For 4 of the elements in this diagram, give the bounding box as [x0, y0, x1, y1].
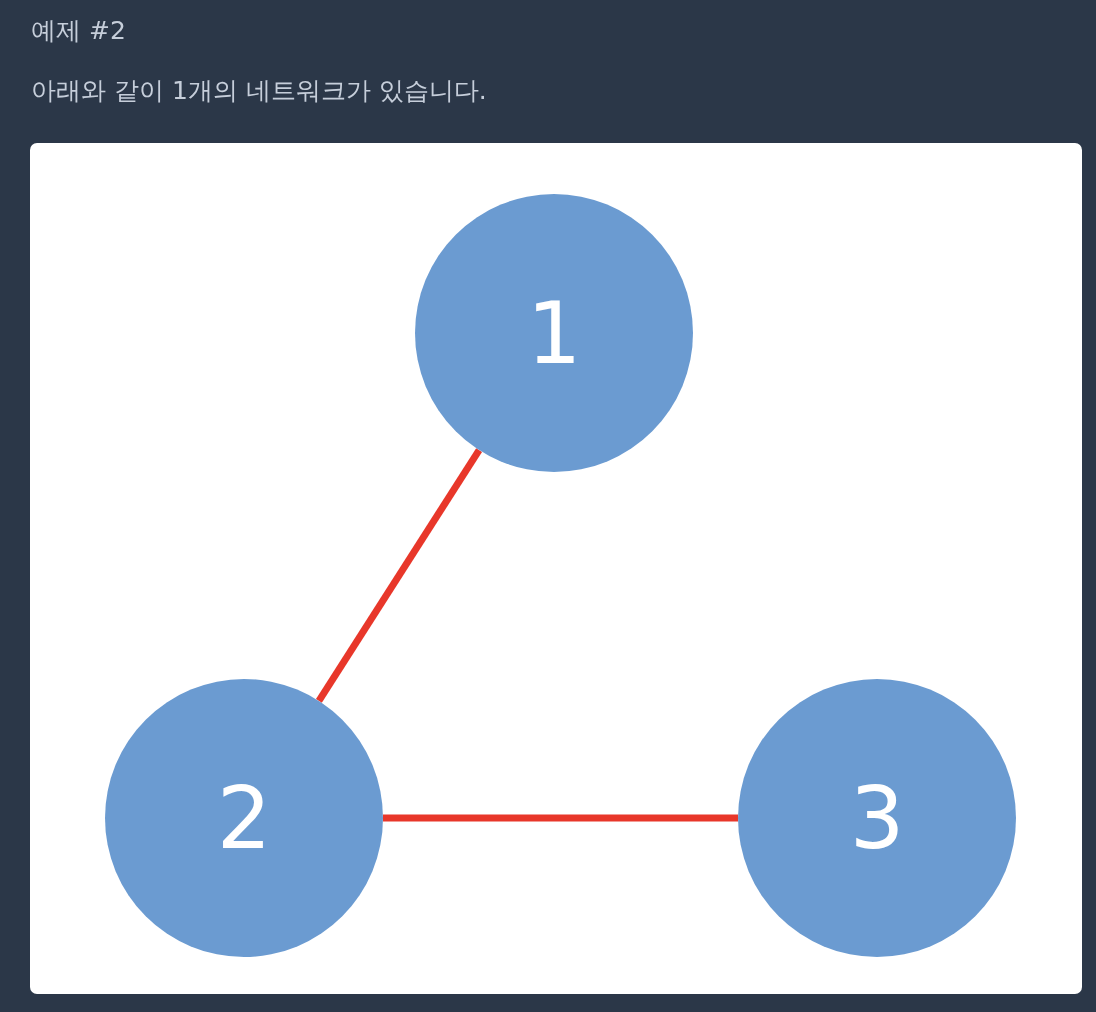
intro-text: 아래와 같이 1개의 네트워크가 있습니다.	[31, 76, 487, 106]
connector-line	[383, 814, 738, 822]
connector-line	[315, 448, 483, 703]
heading: 예제 #2	[31, 16, 126, 46]
